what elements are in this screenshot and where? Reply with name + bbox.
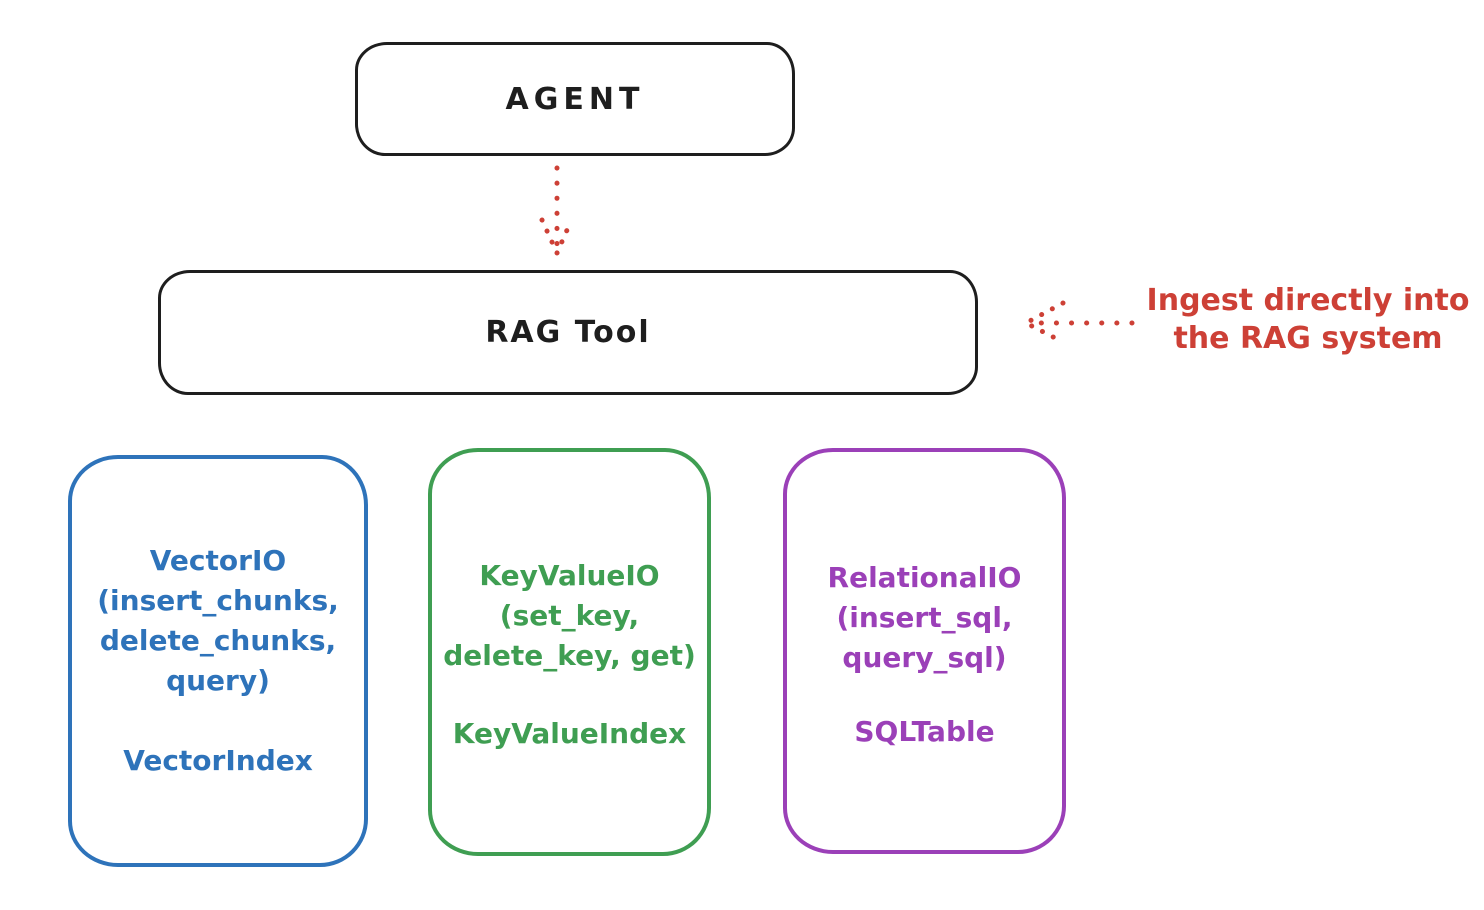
- key-value-io-methods: KeyValueIO (set_key, delete_key, get): [432, 556, 707, 676]
- relational-io-method-line: query_sql): [842, 641, 1007, 674]
- key-value-io-node: KeyValueIO (set_key, delete_key, get) Ke…: [428, 448, 711, 856]
- rag-tool-label: RAG Tool: [485, 315, 651, 350]
- sql-table-label: SQLTable: [854, 715, 995, 748]
- relational-io-title: RelationalIO: [827, 561, 1022, 594]
- vector-io-methods: VectorIO (insert_chunks, delete_chunks, …: [72, 541, 364, 701]
- vector-io-method-line: delete_chunks,: [99, 624, 337, 657]
- ingest-annotation: Ingest directly into the RAG system: [1138, 282, 1478, 358]
- vector-io-method-line: (insert_chunks,: [97, 584, 339, 617]
- ingest-annotation-line2: the RAG system: [1173, 321, 1443, 356]
- agent-node: AGENT: [355, 42, 795, 156]
- relational-io-node: RelationalIO (insert_sql, query_sql) SQL…: [783, 448, 1066, 854]
- key-value-io-method-line: delete_key, get): [443, 639, 696, 672]
- rag-tool-node: RAG Tool: [158, 270, 978, 395]
- key-value-io-title: KeyValueIO: [479, 559, 660, 592]
- ingest-annotation-line1: Ingest directly into: [1146, 283, 1470, 318]
- relational-io-method-line: (insert_sql,: [836, 601, 1013, 634]
- vector-io-title: VectorIO: [149, 544, 287, 577]
- vector-io-method-line: query): [166, 664, 270, 697]
- vector-index-label: VectorIndex: [123, 744, 313, 777]
- relational-io-methods: RelationalIO (insert_sql, query_sql): [787, 558, 1062, 678]
- key-value-index-label: KeyValueIndex: [452, 717, 687, 750]
- key-value-io-method-line: (set_key,: [499, 599, 640, 632]
- agent-label: AGENT: [505, 81, 645, 117]
- vector-io-node: VectorIO (insert_chunks, delete_chunks, …: [68, 455, 368, 867]
